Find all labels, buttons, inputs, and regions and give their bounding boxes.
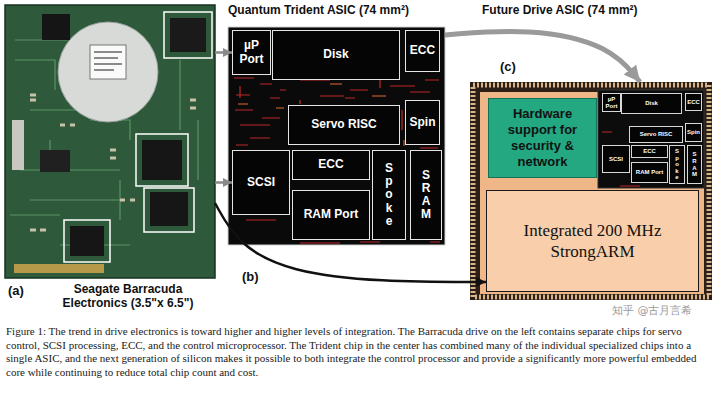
heading-holder: Future Drive ASIC (74 mm²): [482, 3, 712, 17]
chip: [40, 150, 70, 172]
chip: [150, 192, 188, 226]
connector-arrow: [215, 51, 232, 54]
block-label: ECC: [687, 99, 700, 106]
block-label: Spoke: [383, 162, 395, 228]
watermark: 知乎 @古月言希: [612, 304, 693, 317]
sticker-print: [94, 52, 122, 70]
function-block: ECC: [292, 150, 370, 180]
sticker-label: [90, 45, 126, 79]
function-block: SCSI: [602, 145, 630, 173]
function-block: ECC: [405, 30, 440, 72]
security-block: Hardware support for security & network: [488, 98, 597, 178]
pcb: [5, 5, 215, 278]
chip-frame: [164, 12, 212, 58]
function-block: µP Port: [602, 93, 621, 112]
edge-label: (c): [498, 60, 518, 75]
function-block: RAM Port: [292, 190, 370, 240]
function-block: Servo RISC: [629, 126, 683, 143]
block-label: SRAM: [420, 169, 432, 222]
block-label: ECC: [318, 158, 343, 172]
connector: [12, 120, 24, 170]
function-block: Disk: [621, 93, 682, 114]
connector-arrow: [215, 181, 232, 184]
block-label: Spin: [410, 116, 436, 130]
die-circuitry: [233, 62, 440, 243]
block-label: Integrated 200 MHz StrongARM: [493, 220, 692, 263]
function-block: ECC: [685, 93, 702, 111]
legacy-logic-region: [598, 90, 704, 188]
block-label: Spoke: [674, 148, 680, 181]
block-label: Hardware support for security & network: [493, 106, 592, 169]
chip-frame: [64, 220, 110, 262]
heading-text: Seagate Barracuda Electronics (3.5"x 6.5…: [43, 282, 213, 311]
block-label: ECC: [643, 148, 656, 155]
connector-arrow: [215, 203, 486, 282]
edge-connector: [14, 264, 104, 273]
chip: [42, 14, 70, 40]
function-block: µP Port: [232, 30, 271, 75]
label-sticker: [58, 22, 158, 122]
heading-text: Future Drive ASIC (74 mm²): [482, 3, 712, 17]
processor-core: Integrated 200 MHz StrongARM: [486, 190, 699, 292]
die-circuitry: [238, 84, 404, 154]
function-block: SRAM: [410, 150, 442, 240]
die-pins: [473, 85, 709, 297]
circuit-board: Seagate Barracuda Electronics (3.5"x 6.5…: [5, 5, 215, 278]
block-label: Disk: [323, 48, 348, 62]
function-block: Spin: [685, 123, 702, 142]
block-label: µP Port: [604, 96, 620, 109]
function-block: SRAM: [687, 145, 702, 184]
block-label: Spin: [687, 129, 700, 136]
caption-holder: Figure 1: The trend in drive electronics…: [6, 325, 714, 379]
block-label: RAM Port: [304, 208, 359, 222]
component: [30, 95, 196, 230]
function-block: Servo RISC: [288, 105, 400, 145]
chip: [170, 18, 206, 52]
die: [228, 27, 445, 245]
function-block: Disk: [272, 30, 400, 80]
function-block: SCSI: [232, 150, 290, 215]
function-block: ECC: [631, 145, 668, 158]
block-label: SCSI: [247, 176, 275, 190]
label-holder: (a): [8, 284, 24, 299]
block-label: SRAM: [692, 151, 698, 177]
edge-label-holder: (b): [240, 270, 261, 285]
asic-die: Future Drive ASIC (74 mm²)Hardware suppo…: [470, 82, 712, 300]
edge-label: (b): [240, 270, 261, 285]
heading-holder: Seagate Barracuda Electronics (3.5"x 6.5…: [43, 282, 213, 311]
block-label: ECC: [410, 44, 435, 58]
chip-frame: [136, 134, 188, 186]
block-label: Servo RISC: [311, 118, 376, 132]
block-label: SCSI: [609, 156, 623, 163]
edge-label-holder: (c): [498, 60, 518, 75]
function-block: Spoke: [669, 145, 685, 184]
asic-die: Quantum Trident ASIC (74 mm²)µP PortDisk…: [228, 27, 445, 245]
block-label: µP Port: [235, 39, 268, 67]
heading-text: Quantum Trident ASIC (74 mm²): [228, 3, 445, 17]
figure-part-label: (a): [8, 284, 24, 299]
chip: [70, 226, 104, 256]
block-label: Servo RISC: [640, 131, 673, 138]
label-holder: 知乎 @古月言希: [612, 304, 693, 317]
heading-holder: Quantum Trident ASIC (74 mm²): [228, 3, 445, 17]
pcb-trace: [10, 40, 198, 245]
die: [470, 82, 712, 300]
block-label: RAM Port: [636, 169, 663, 176]
function-block: Spin: [405, 100, 440, 145]
connector-arrow: [445, 31, 640, 82]
block-label: Disk: [645, 100, 658, 107]
die-circuitry: [602, 128, 698, 186]
chip: [142, 140, 182, 180]
function-block: Spoke: [372, 150, 406, 240]
function-block: RAM Port: [631, 162, 668, 183]
figure-caption: Figure 1: The trend in drive electronics…: [6, 325, 714, 379]
chip-frame: [144, 188, 194, 232]
